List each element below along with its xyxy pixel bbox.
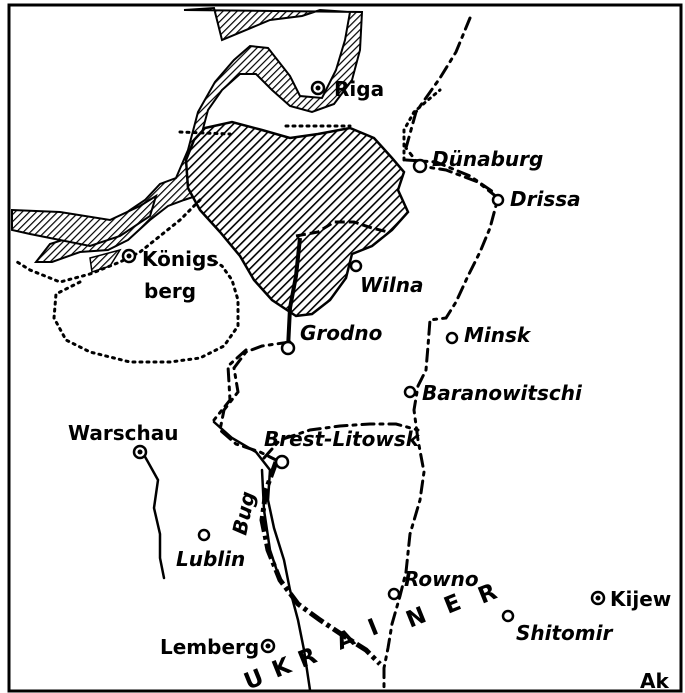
label-rowno: Rowno — [404, 567, 479, 591]
label-duenaburg: Dünaburg — [432, 147, 543, 171]
front-line — [259, 461, 382, 666]
baranowitschi-marker — [403, 385, 417, 399]
ukrainer-letter-7: R — [475, 577, 507, 610]
wilna-marker — [349, 259, 363, 273]
ukrainer-letter-6: E — [441, 587, 471, 619]
label-minsk: Minsk — [464, 323, 532, 347]
rail-wilna-grodno — [286, 237, 302, 349]
ukrainer-letter-3: A — [333, 623, 365, 656]
label-warschau: Warschau — [68, 421, 178, 445]
shitomir-marker — [501, 609, 515, 623]
label-drissa: Drissa — [510, 187, 581, 211]
label-lemberg: Lemberg — [160, 635, 259, 659]
drissa-marker — [491, 193, 505, 207]
duenaburg-marker — [412, 158, 428, 174]
label-baranowitschi: Baranowitschi — [422, 381, 583, 405]
curonian-spit — [11, 193, 158, 248]
front-line-inner — [295, 220, 389, 238]
label-grodno: Grodno — [300, 321, 383, 345]
label-shitomir: Shitomir — [516, 621, 613, 645]
rowno-marker — [387, 587, 401, 601]
brest-litowsk-marker — [274, 454, 290, 470]
label-lublin: Lublin — [176, 547, 245, 571]
label-brest-litowsk: Brest-Litowsk — [264, 427, 421, 451]
label-koenigsberg-1: Königs — [142, 247, 218, 271]
grodno-marker — [280, 340, 296, 356]
label-bug-river: Bug — [227, 489, 260, 537]
map-frame — [7, 3, 683, 693]
occupied-region — [184, 120, 410, 318]
dotted-borders — [12, 88, 442, 364]
label-riga: Riga — [334, 77, 384, 101]
corner-mark: Ak — [640, 669, 669, 693]
ukrainer-letter-2: R — [295, 641, 327, 674]
label-kijew: Kijew — [610, 587, 671, 611]
ukrainer-letter-4: I — [365, 612, 388, 642]
region-label-ukrainer: U K R A I N E R — [241, 577, 507, 693]
ukrainer-letter-5: N — [403, 600, 436, 634]
capital-dots — [126, 85, 601, 649]
label-wilna: Wilna — [360, 273, 424, 297]
ukrainer-letter-1: K — [269, 651, 301, 684]
minsk-marker — [445, 331, 459, 345]
lublin-marker — [197, 528, 211, 542]
label-koenigsberg-2: berg — [144, 279, 196, 303]
ukrainer-letter-0: U — [241, 662, 274, 693]
